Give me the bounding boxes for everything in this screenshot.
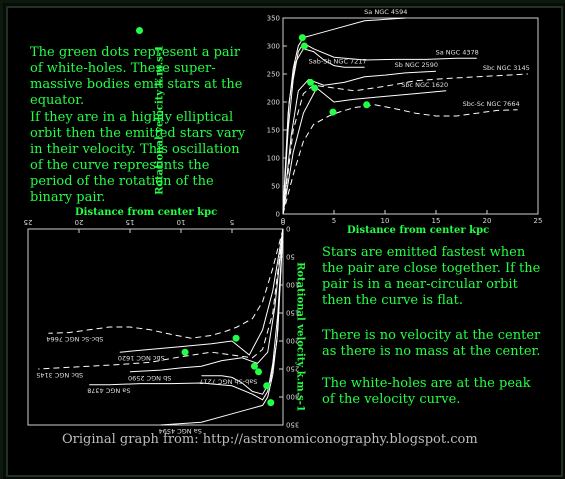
note-elliptical-orbit: If they are in a highly elliptical orbit… xyxy=(30,110,246,205)
legend-green-dot xyxy=(136,27,143,34)
note-center-velocity: There is no velocity at the center as th… xyxy=(322,328,541,359)
chart-bottom-ylabel: Rotational velocity k.m.s-1 xyxy=(294,262,306,412)
chart-top-ylabel: Rotational velocity k.m.s-1 xyxy=(154,45,166,195)
note-white-holes: The green dots represent a pair of white… xyxy=(30,45,243,108)
note-emission-speed: Stars are emitted fastest when the pair … xyxy=(322,245,541,308)
note-peak: The white-holes are at the peak of the v… xyxy=(322,376,531,407)
credit-text: Original graph from: http://astronomicon… xyxy=(62,432,478,447)
chart-top-xlabel: Distance from center kpc xyxy=(347,225,490,236)
chart-bottom-xlabel: Distance from center kpc xyxy=(75,207,218,218)
